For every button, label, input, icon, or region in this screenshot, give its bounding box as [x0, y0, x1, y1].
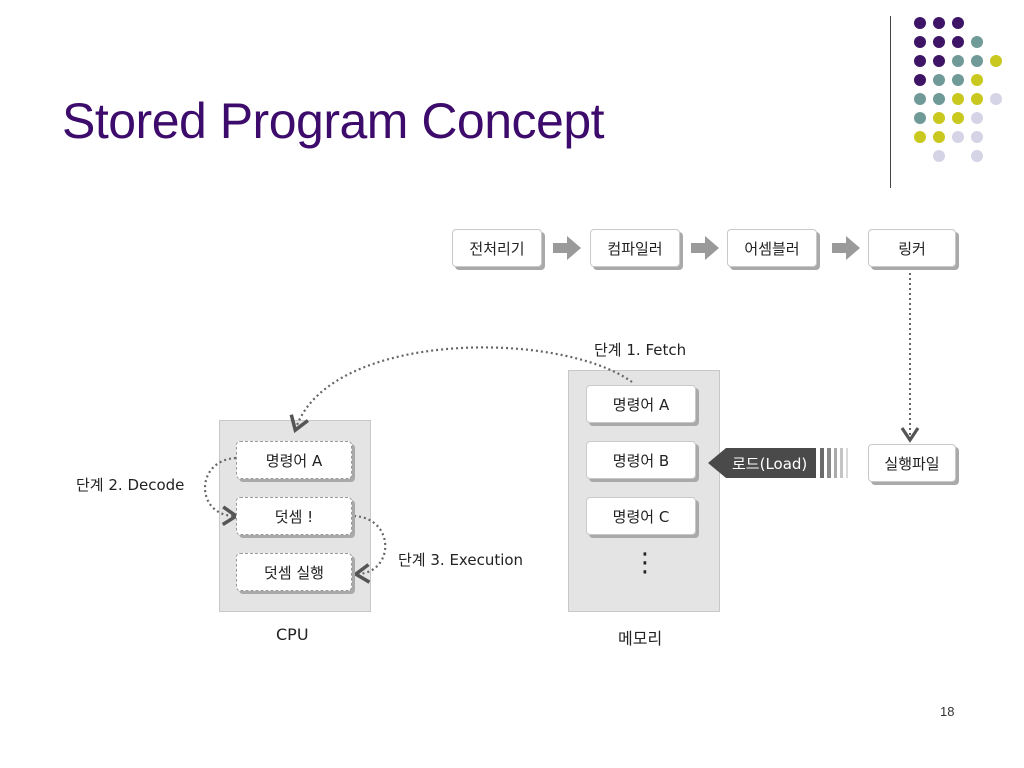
memory-ellipsis: ⋮ [632, 548, 658, 578]
dot [914, 36, 926, 48]
cpu-execute-add: 덧셈 실행 [236, 553, 352, 591]
dot [971, 131, 983, 143]
dot [952, 112, 964, 124]
dot [952, 17, 964, 29]
execution-arrow [352, 514, 387, 584]
dot [914, 112, 926, 124]
dot [971, 112, 983, 124]
decode-arrow [203, 456, 240, 526]
dot [933, 93, 945, 105]
memory-instruction-b: 명령어 B [586, 441, 696, 479]
header-divider [890, 16, 891, 188]
pipeline-step-preprocessor: 전처리기 [452, 229, 542, 267]
dot [971, 150, 983, 162]
load-arrow-stripes [820, 448, 848, 478]
memory-instruction-a: 명령어 A [586, 385, 696, 423]
pipeline-arrow-3 [832, 236, 860, 260]
dot [933, 112, 945, 124]
dot [933, 131, 945, 143]
dot [971, 55, 983, 67]
stage-execution-label: 단계 3. Execution [398, 551, 524, 569]
dot [952, 55, 964, 67]
memory-caption: 메모리 [618, 629, 663, 648]
dot [933, 150, 945, 162]
dot [914, 93, 926, 105]
cpu-decoded-add: 덧셈 ! [236, 497, 352, 535]
pipeline-step-linker: 링커 [868, 229, 956, 267]
dot [952, 93, 964, 105]
dot [933, 55, 945, 67]
slide-number: 18 [940, 704, 955, 719]
memory-instruction-c: 명령어 C [586, 497, 696, 535]
dot [990, 55, 1002, 67]
cpu-instruction-a: 명령어 A [236, 441, 352, 479]
dot [952, 131, 964, 143]
pipeline-arrow-2 [691, 236, 719, 260]
executable-file-box: 실행파일 [868, 444, 956, 482]
load-arrow: 로드(Load) [708, 448, 816, 478]
stage-decode-label: 단계 2. Decode [76, 476, 185, 494]
dot [933, 17, 945, 29]
pipeline-step-assembler: 어셈블러 [727, 229, 817, 267]
dot [914, 74, 926, 86]
pipeline-step-compiler: 컴파일러 [590, 229, 680, 267]
slide-title: Stored Program Concept [62, 93, 605, 149]
dot [933, 74, 945, 86]
stage-fetch-label: 단계 1. Fetch [594, 341, 687, 359]
dot [952, 74, 964, 86]
dot [971, 74, 983, 86]
load-label: 로드(Load) [732, 454, 808, 473]
pipeline-arrows [553, 236, 860, 260]
cpu-caption: CPU [276, 625, 309, 644]
dot [971, 93, 983, 105]
dot [990, 93, 1002, 105]
dot [914, 55, 926, 67]
dot [914, 131, 926, 143]
pipeline-arrow-1 [553, 236, 581, 260]
dot [933, 36, 945, 48]
fetch-arrow [289, 346, 633, 434]
dot [971, 36, 983, 48]
dot [952, 36, 964, 48]
dot [914, 17, 926, 29]
